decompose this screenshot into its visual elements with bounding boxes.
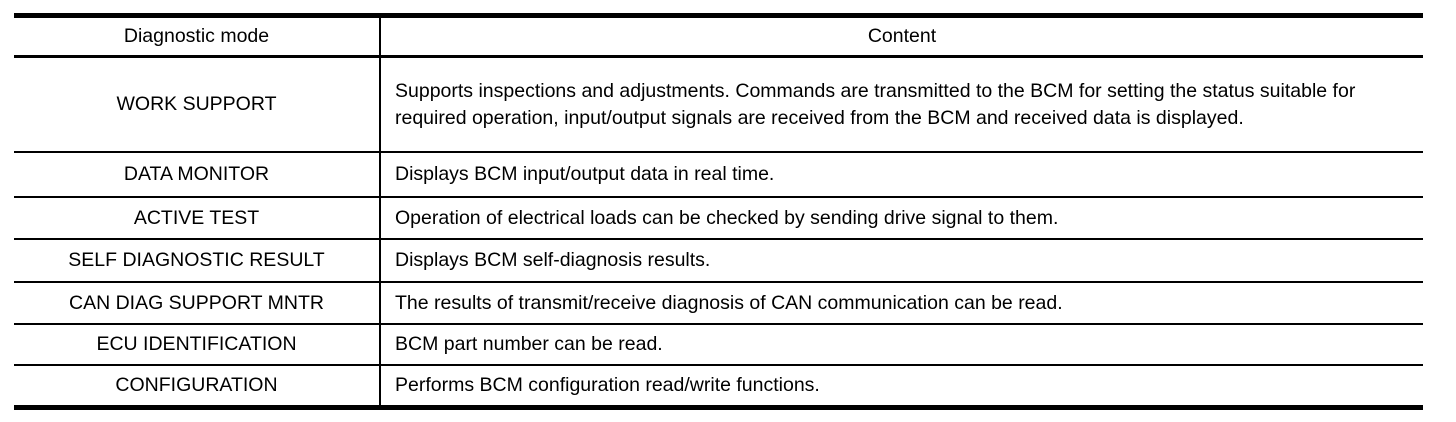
diagnostic-mode-cell: CAN DIAG SUPPORT MNTR bbox=[14, 283, 381, 323]
column-header-diagnostic-mode: Diagnostic mode bbox=[14, 18, 381, 55]
column-header-content: Content bbox=[867, 25, 937, 47]
table-row-self-diagnostic-result: SELF DIAGNOSTIC RESULT Displays BCM self… bbox=[14, 240, 1423, 283]
content-cell: Performs BCM configuration read/write fu… bbox=[395, 374, 820, 396]
content-cell: Displays BCM self-diagnosis results. bbox=[395, 249, 711, 271]
diagnostic-mode-cell: SELF DIAGNOSTIC RESULT bbox=[14, 240, 381, 281]
diagnostic-mode-cell: CONFIGURATION bbox=[14, 366, 381, 405]
table-row-configuration: CONFIGURATION Performs BCM configuration… bbox=[14, 366, 1423, 405]
content-cell: BCM part number can be read. bbox=[395, 333, 663, 355]
diagnostic-mode-table: Diagnostic mode Content WORK SUPPORT Sup… bbox=[14, 13, 1423, 410]
content-cell: The results of transmit/receive diagnosi… bbox=[395, 291, 1063, 314]
table-header-row: Diagnostic mode Content bbox=[14, 18, 1423, 58]
diagnostic-mode-cell: ACTIVE TEST bbox=[14, 198, 381, 238]
table-row-work-support: WORK SUPPORT Supports inspections and ad… bbox=[14, 58, 1423, 153]
table-row-data-monitor: DATA MONITOR Displays BCM input/output d… bbox=[14, 153, 1423, 198]
content-cell: Displays BCM input/output data in real t… bbox=[395, 163, 775, 185]
content-cell: Supports inspections and adjustments. Co… bbox=[395, 79, 1356, 129]
table-row-active-test: ACTIVE TEST Operation of electrical load… bbox=[14, 198, 1423, 240]
diagnostic-mode-cell: WORK SUPPORT bbox=[14, 58, 381, 151]
diagnostic-mode-cell: DATA MONITOR bbox=[14, 153, 381, 196]
table-row-can-diag-support-mntr: CAN DIAG SUPPORT MNTR The results of tra… bbox=[14, 283, 1423, 325]
diagnostic-mode-cell: ECU IDENTIFICATION bbox=[14, 325, 381, 364]
content-cell: Operation of electrical loads can be che… bbox=[395, 206, 1059, 229]
table-row-ecu-identification: ECU IDENTIFICATION BCM part number can b… bbox=[14, 325, 1423, 366]
